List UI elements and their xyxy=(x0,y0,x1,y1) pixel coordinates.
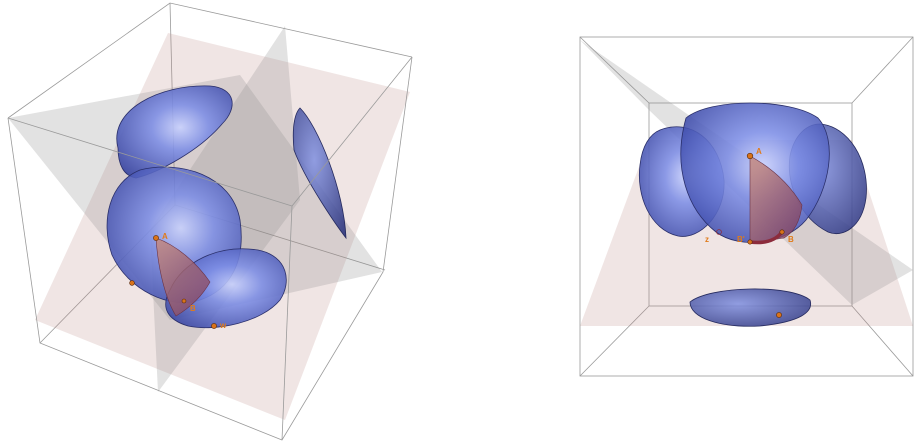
left-wedge xyxy=(155,237,211,317)
right-point-B-prime xyxy=(747,239,753,245)
right-point-B xyxy=(779,229,785,235)
right-label-B: B xyxy=(788,235,794,244)
right-label-B-prime: B' xyxy=(737,235,745,244)
right-point-A xyxy=(746,152,754,160)
left-point-w xyxy=(211,323,217,329)
left-box-front-edges xyxy=(7,56,413,441)
left-label-B: B xyxy=(190,304,196,313)
left-point-B xyxy=(181,298,187,304)
right-point-bottom xyxy=(776,312,782,318)
right-label-z: z xyxy=(705,235,709,244)
left-label-w: w xyxy=(219,321,227,330)
left-point-A xyxy=(153,235,159,241)
left-surface-right xyxy=(292,107,347,240)
right-point-z-marker xyxy=(716,229,722,235)
right-view: A B' B z xyxy=(579,36,914,377)
left-view: A B w xyxy=(7,2,413,441)
right-label-A: A xyxy=(756,147,762,156)
left-label-A: A xyxy=(162,232,168,241)
left-point-extra xyxy=(129,280,135,286)
